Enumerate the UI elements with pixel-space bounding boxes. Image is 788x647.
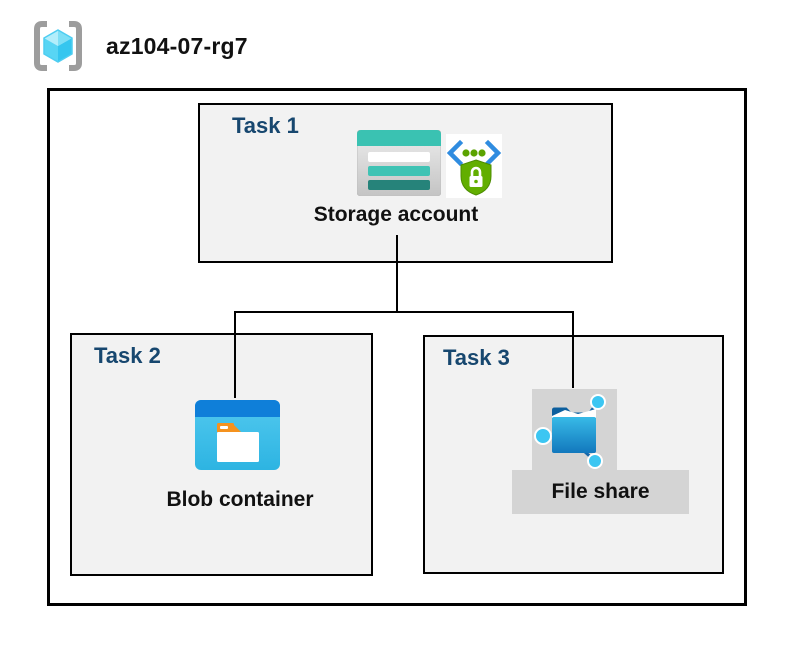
blob-container-icon: [195, 400, 280, 470]
sas-shield-lock-icon: [446, 134, 502, 198]
task1-box: Task 1 Storage account: [198, 103, 613, 263]
connector-storage-down: [396, 235, 398, 312]
connector-to-fileshare: [572, 311, 574, 388]
file-share-icon-tile: [532, 389, 617, 470]
task3-label: Task 3: [443, 345, 510, 370]
connector-horizontal: [234, 311, 574, 313]
file-share-icon: [534, 394, 606, 469]
file-share-label: File share: [551, 480, 650, 503]
connector-to-blob: [234, 311, 236, 398]
task2-box: Task 2 Blob container: [70, 333, 373, 576]
resource-group-header: az104-07-rg7: [30, 18, 248, 74]
blob-container-label: Blob container: [166, 488, 314, 511]
resource-group-name: az104-07-rg7: [106, 32, 248, 59]
task1-label: Task 1: [232, 113, 299, 138]
resource-group-icon: [34, 21, 82, 71]
file-share-label-band: File share: [512, 470, 689, 514]
storage-account-label: Storage account: [313, 203, 479, 226]
storage-account-icon: [357, 130, 441, 196]
task2-label: Task 2: [94, 343, 161, 368]
